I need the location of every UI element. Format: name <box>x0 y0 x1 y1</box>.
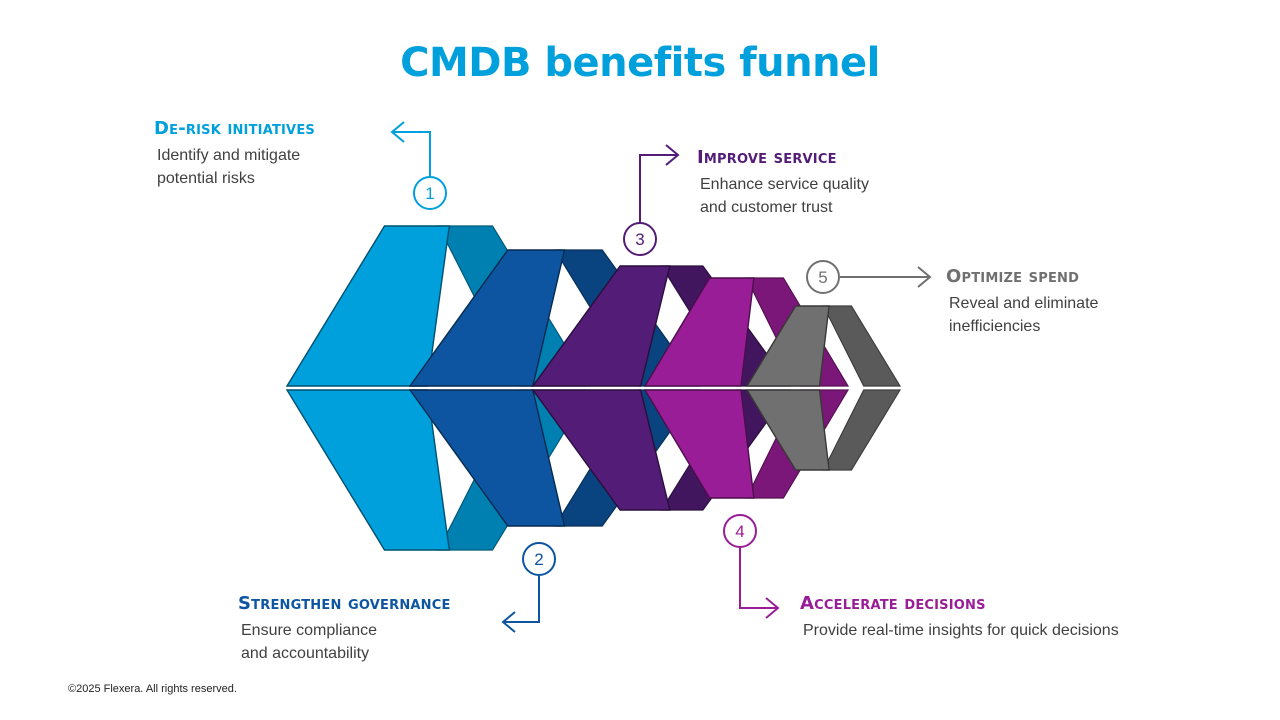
step-4-heading: Accelerate decisions <box>800 593 986 614</box>
page-title: CMDB benefits funnel <box>400 40 880 86</box>
band-5-front-lower <box>745 389 830 471</box>
badge-circle <box>522 542 556 576</box>
arrow-head-icon <box>917 266 932 288</box>
step-3-label: Improve service Enhance service quality … <box>697 147 869 219</box>
band-4-front-lower <box>643 389 755 499</box>
step-4-connector <box>739 548 778 609</box>
step-2-connector <box>503 576 540 623</box>
badge-circle <box>806 260 840 294</box>
band-1-front-lower <box>285 389 451 551</box>
band-3-front-lower <box>531 389 671 511</box>
badge-circle <box>413 176 447 210</box>
step-3-description: Enhance service quality and customer tru… <box>700 173 869 219</box>
step-5-number: 5 <box>818 268 827 287</box>
step-5-heading: Optimize spend <box>946 266 1080 287</box>
band-2-front-lower <box>408 389 566 527</box>
step-4-description: Provide real-time insights for quick dec… <box>803 619 1119 642</box>
step-2-description: Ensure compliance and accountability <box>241 619 451 665</box>
step-4-label: Accelerate decisions Provide real-time i… <box>800 593 1119 642</box>
step-1-heading: De-risk initiatives <box>154 118 315 139</box>
step-1-badge: 1 <box>413 176 447 210</box>
step-4-description-line: Provide real-time insights for quick dec… <box>803 622 1119 639</box>
band-1-front-upper <box>285 225 451 387</box>
step-2-number: 2 <box>534 550 543 569</box>
step-2-badge: 2 <box>522 542 556 576</box>
step-3-description-line: Enhance service quality <box>700 176 869 193</box>
step-5-description: Reveal and eliminate inefficiencies <box>949 292 1098 338</box>
band-4-front-upper <box>643 277 755 387</box>
copyright-footer: ©2025 Flexera. All rights reserved. <box>68 683 237 695</box>
step-1-number: 1 <box>425 184 434 203</box>
band-3-front-upper <box>531 265 671 387</box>
arrow-head-icon <box>501 611 516 633</box>
step-1-label: De-risk initiatives Identify and mitigat… <box>154 118 315 190</box>
band-5-front-upper <box>745 305 830 387</box>
step-2-description-line: and accountability <box>241 645 370 662</box>
step-3-connector <box>639 154 678 222</box>
step-2-heading: Strengthen governance <box>238 593 451 614</box>
step-3-heading: Improve service <box>697 147 837 168</box>
step-1-description-line: Identify and mitigate <box>157 147 301 164</box>
step-3-description-line: and customer trust <box>700 199 833 216</box>
arrow-head-icon <box>665 144 680 166</box>
arrow-head-icon <box>390 121 405 143</box>
step-5-badge: 5 <box>806 260 840 294</box>
step-1-description-line: potential risks <box>157 170 255 187</box>
band-5-back-upper <box>822 305 902 387</box>
badge-circle <box>623 222 657 256</box>
badge-circle <box>723 514 757 548</box>
band-2-front-upper <box>408 249 566 387</box>
step-2-label: Strengthen governance Ensure compliance … <box>238 593 451 665</box>
step-5-description-line: inefficiencies <box>949 318 1041 335</box>
band-5-back-lower <box>822 389 902 471</box>
step-1-description: Identify and mitigate potential risks <box>157 144 315 190</box>
step-5-description-line: Reveal and eliminate <box>949 295 1099 312</box>
step-4-badge: 4 <box>723 514 757 548</box>
step-3-badge: 3 <box>623 222 657 256</box>
step-2-description-line: Ensure compliance <box>241 622 378 639</box>
step-4-number: 4 <box>735 522 744 541</box>
arrow-head-icon <box>765 597 780 619</box>
step-5-label: Optimize spend Reveal and eliminate inef… <box>946 266 1098 338</box>
step-3-number: 3 <box>635 230 644 249</box>
step-1-connector <box>392 131 431 176</box>
